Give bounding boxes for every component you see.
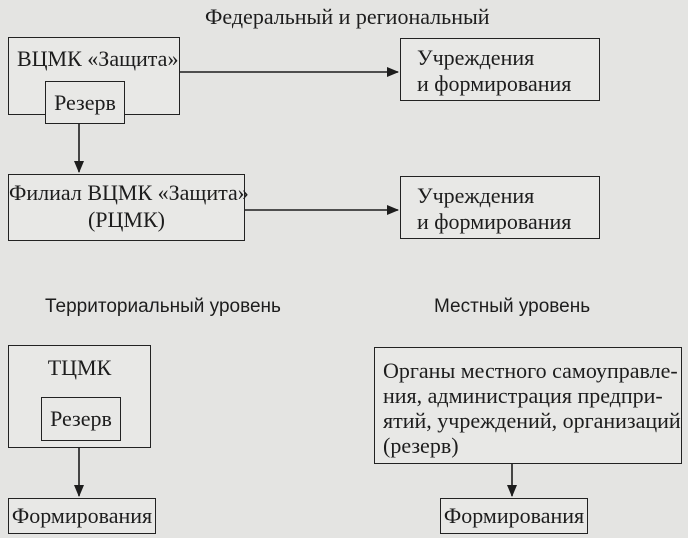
local-bodies-line3: ятий, учреждений, организаций bbox=[383, 408, 681, 433]
heading-federal-regional: Федеральный и региональный bbox=[205, 4, 490, 29]
tsmk-box: ТЦМК Резерв bbox=[8, 345, 151, 448]
formations-local-box: Формирования bbox=[440, 498, 588, 534]
branch-box: Филиал ВЦМК «Защита» (РЦМК) bbox=[8, 174, 249, 241]
local-bodies-line1: Органы местного самоуправле- bbox=[383, 358, 678, 383]
branch-line2: (РЦМК) bbox=[87, 207, 165, 232]
branch-line1: Филиал ВЦМК «Защита» bbox=[9, 180, 249, 205]
tsmk-title: ТЦМК bbox=[47, 355, 112, 380]
vtsmk-title: ВЦМК «Защита» bbox=[17, 46, 179, 71]
institutions-2-line2: и формирования bbox=[417, 209, 572, 234]
tsmk-reserve-label: Резерв bbox=[50, 406, 112, 431]
heading-territorial: Территориальный уровень bbox=[45, 296, 281, 317]
local-bodies-box: Органы местного самоуправле- ния, админи… bbox=[374, 347, 682, 464]
institutions-1-line2: и формирования bbox=[417, 71, 572, 96]
formations-territorial-label: Формирования bbox=[11, 503, 153, 528]
formations-local-label: Формирования bbox=[443, 503, 585, 528]
formations-territorial-box: Формирования bbox=[8, 498, 156, 534]
tsmk-reserve-box: Резерв bbox=[41, 397, 121, 441]
institutions-box-1: Учреждения и формирования bbox=[400, 38, 600, 101]
vtsmk-box: ВЦМК «Защита» Резерв bbox=[8, 37, 180, 124]
institutions-box-2: Учреждения и формирования bbox=[400, 176, 600, 239]
institutions-1-line1: Учреждения bbox=[417, 45, 535, 70]
vtsmk-reserve-box: Резерв bbox=[45, 81, 125, 124]
local-bodies-line2: ния, администрация предпри- bbox=[383, 383, 663, 408]
vtsmk-reserve-label: Резерв bbox=[54, 89, 116, 115]
local-bodies-line4: (резерв) bbox=[383, 433, 459, 458]
institutions-2-line1: Учреждения bbox=[417, 183, 535, 208]
heading-local: Местный уровень bbox=[434, 296, 591, 317]
